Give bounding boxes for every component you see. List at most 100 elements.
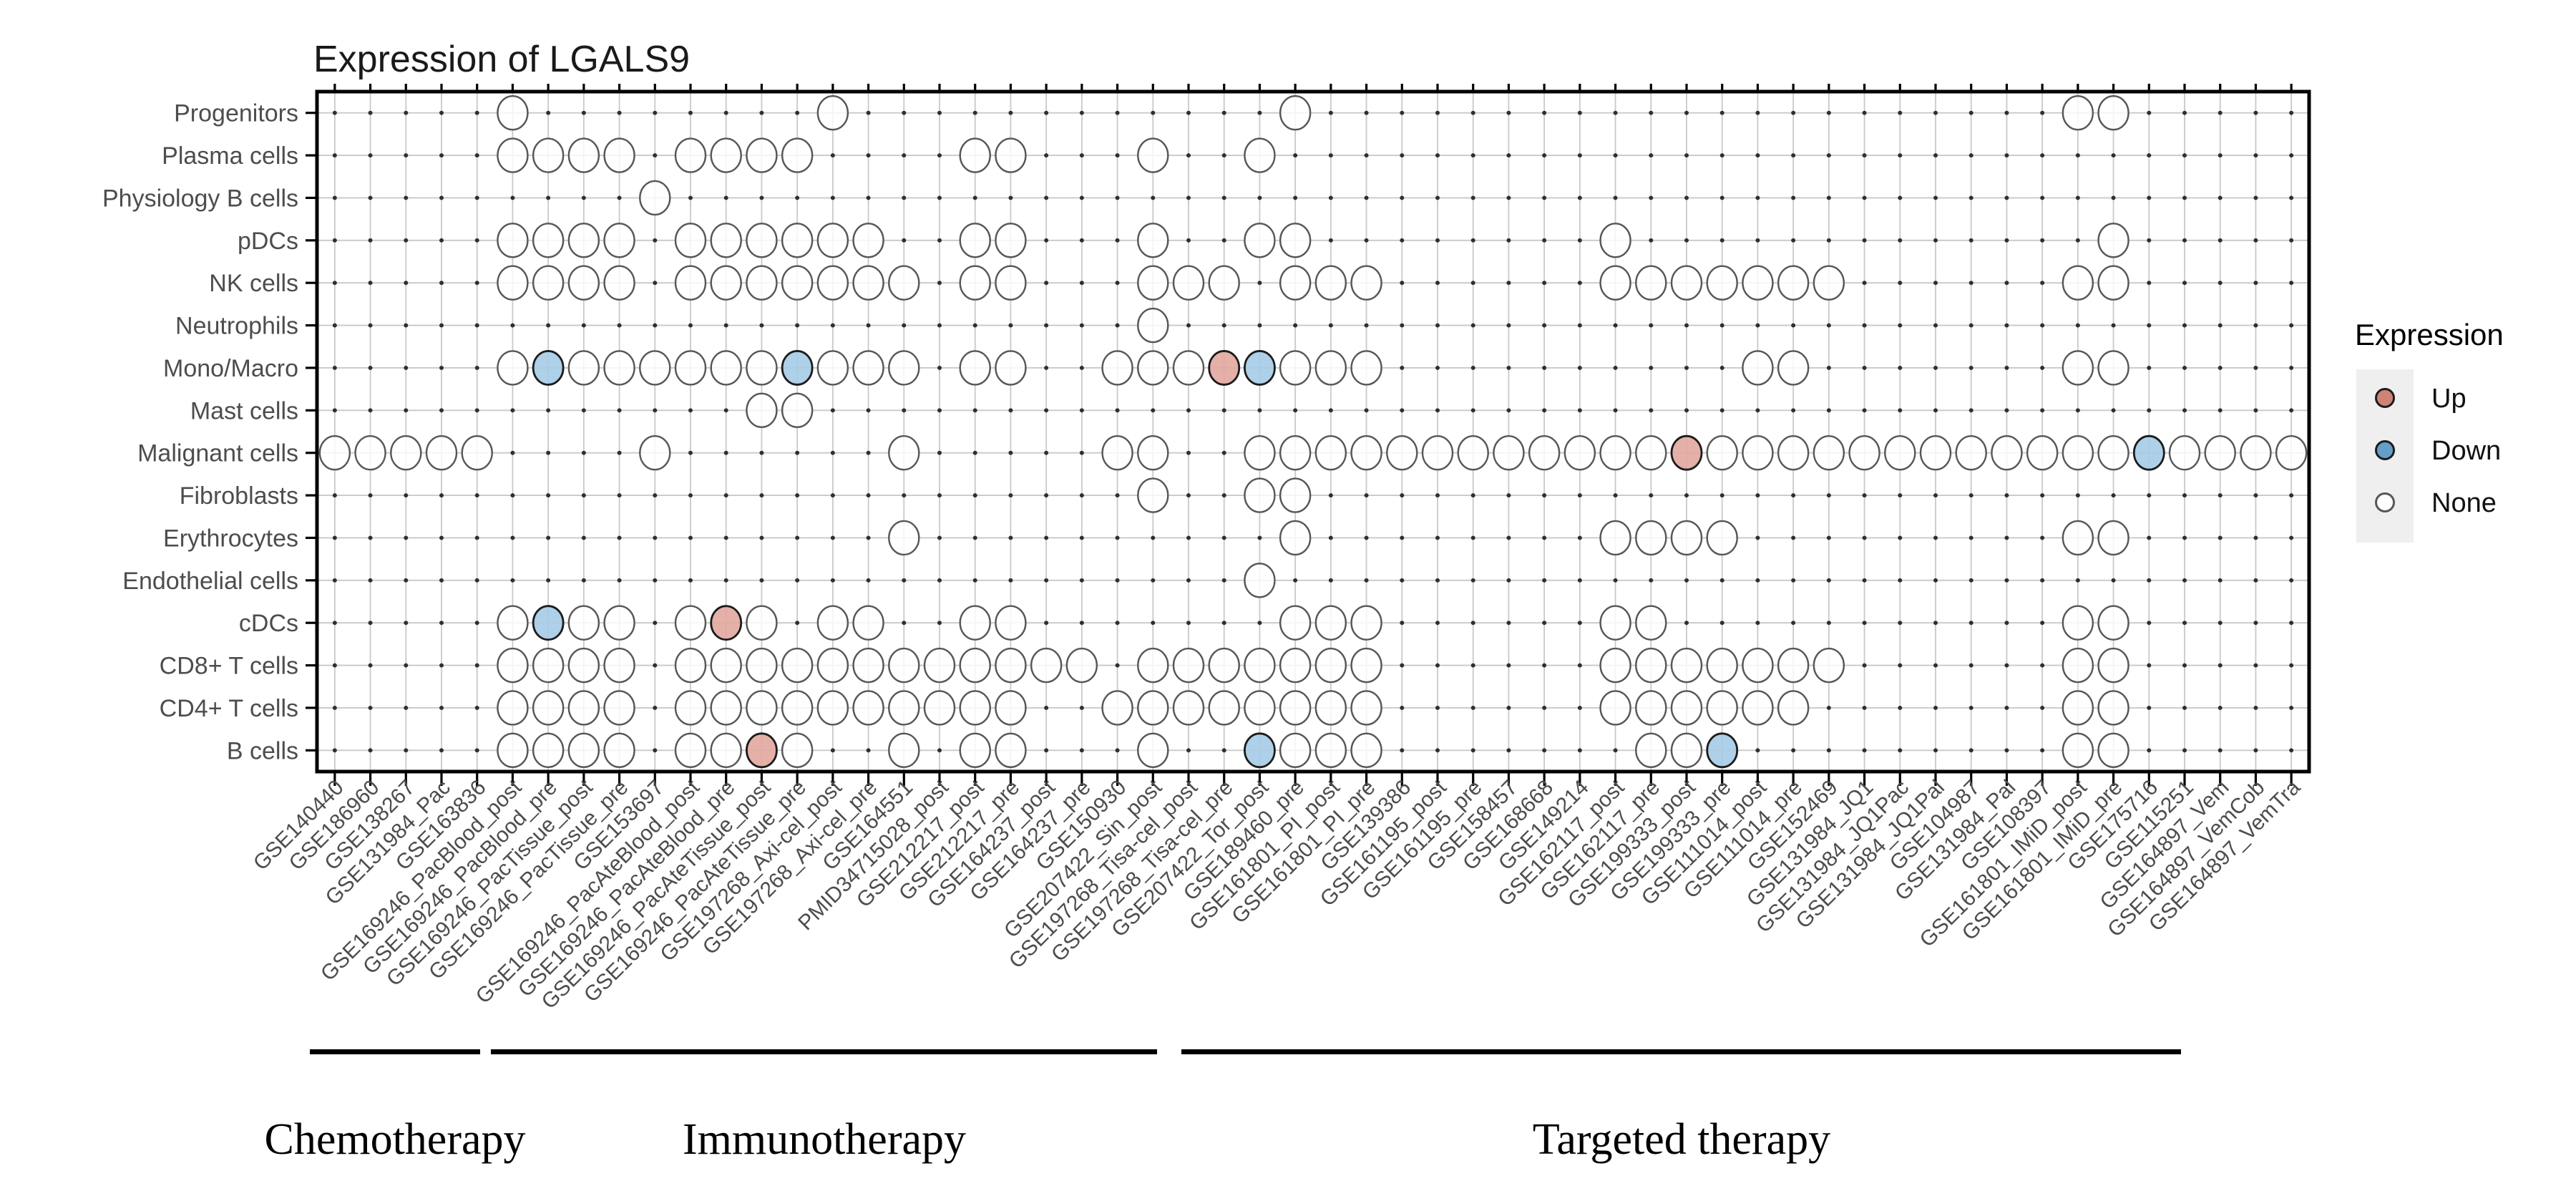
grid-dot: [1328, 153, 1333, 158]
expression-circle-none: [1172, 690, 1205, 726]
expression-circle-none: [1706, 434, 1738, 471]
grid-dot: [1008, 408, 1013, 413]
grid-dot: [1506, 493, 1511, 498]
expression-circle-none: [1599, 690, 1631, 726]
grid-dot: [1470, 323, 1475, 328]
grid-dot: [688, 578, 693, 583]
expression-circle-none: [1635, 520, 1667, 556]
grid-dot: [2040, 578, 2045, 583]
row-label: CD8+ T cells: [160, 653, 298, 680]
grid-dot: [510, 450, 515, 455]
expression-circle-none: [1884, 434, 1916, 471]
grid-dot: [1364, 195, 1369, 200]
grid-dot: [2075, 195, 2080, 200]
grid-dot: [759, 110, 764, 115]
expression-circle-none: [888, 732, 920, 769]
row-label: Erythrocytes: [163, 525, 298, 552]
grid-dot: [1791, 195, 1796, 200]
grid-dot: [2253, 153, 2258, 158]
grid-dot: [368, 493, 373, 498]
expression-circle-none: [1065, 647, 1098, 684]
grid-dot: [1755, 238, 1760, 243]
grid-dot: [1968, 365, 1974, 370]
expression-circle-none: [995, 265, 1027, 301]
expression-circle-none: [1777, 350, 1810, 386]
expression-circle-none: [2062, 434, 2094, 471]
grid-dot: [1968, 705, 1974, 710]
grid-dot: [1826, 535, 1831, 540]
expression-circle-none: [746, 223, 778, 258]
grid-dot: [617, 110, 622, 115]
grid-dot: [1293, 578, 1298, 583]
grid-dot: [1826, 705, 1831, 710]
grid-dot: [439, 365, 444, 370]
grid-dot: [439, 578, 444, 583]
grid-dot: [1186, 748, 1191, 753]
grid-dot: [1221, 535, 1226, 540]
grid-dot: [1115, 748, 1120, 753]
grid-dot: [866, 578, 871, 583]
expression-circle-none: [1670, 732, 1703, 769]
grid-dot: [688, 323, 693, 328]
row-label: B cells: [227, 737, 298, 764]
expression-circle-none: [567, 350, 600, 386]
grid-dot: [1542, 748, 1547, 753]
grid-dot: [2253, 663, 2258, 668]
grid-dot: [2004, 663, 2009, 668]
expression-circle-none: [959, 647, 991, 684]
grid-dot: [1826, 195, 1831, 200]
grid-dot: [1186, 450, 1191, 455]
expression-circle-none: [1563, 434, 1596, 471]
grid-dot: [972, 535, 977, 540]
grid-dot: [404, 365, 409, 370]
grid-dot: [1400, 663, 1405, 668]
grid-dot: [546, 450, 551, 455]
grid-dot: [653, 110, 658, 115]
grid-dot: [1826, 110, 1831, 115]
grid-dot: [1470, 621, 1475, 626]
expression-circle-none: [746, 647, 778, 684]
grid-dot: [1186, 621, 1191, 626]
grid-dot: [723, 323, 728, 328]
grid-dot: [1470, 663, 1475, 668]
grid-dot: [830, 323, 835, 328]
grid-dot: [1293, 153, 1298, 158]
grid-dot: [937, 110, 942, 115]
grid-dot: [1933, 238, 1938, 243]
grid-dot: [1364, 408, 1369, 413]
expression-circle-none: [497, 647, 529, 684]
grid-dot: [972, 408, 977, 413]
expression-circle-none: [781, 223, 814, 258]
expression-circle-none: [995, 690, 1027, 726]
grid-dot: [1435, 153, 1440, 158]
grid-dot: [1684, 110, 1689, 115]
grid-dot: [1400, 195, 1405, 200]
grid-dot: [2075, 323, 2080, 328]
expression-circle-none: [1777, 647, 1810, 684]
expression-circle-none: [1137, 307, 1169, 344]
grid-dot: [2040, 365, 2045, 370]
expression-circle-none: [1813, 434, 1845, 471]
expression-circle-none: [1208, 265, 1240, 301]
grid-dot: [1506, 365, 1511, 370]
grid-dot: [474, 238, 479, 243]
expression-circle-none: [639, 350, 671, 386]
grid-dot: [2040, 281, 2045, 286]
grid-dot: [404, 323, 409, 328]
expression-circle-none: [1137, 265, 1169, 301]
expression-circle-none: [674, 647, 707, 684]
expression-circle-none: [318, 434, 351, 471]
legend-key-down: [2375, 440, 2395, 460]
grid-dot: [1755, 748, 1760, 753]
grid-dot: [1791, 748, 1796, 753]
grid-dot: [1435, 663, 1440, 668]
grid-dot: [902, 578, 907, 583]
expression-circle-none: [1314, 265, 1347, 301]
grid-dot: [368, 663, 373, 668]
row-label: NK cells: [209, 270, 298, 297]
grid-dot: [1364, 238, 1369, 243]
grid-dot: [404, 705, 409, 710]
grid-dot: [1898, 705, 1903, 710]
grid-dot: [474, 281, 479, 286]
grid-dot: [2004, 323, 2009, 328]
